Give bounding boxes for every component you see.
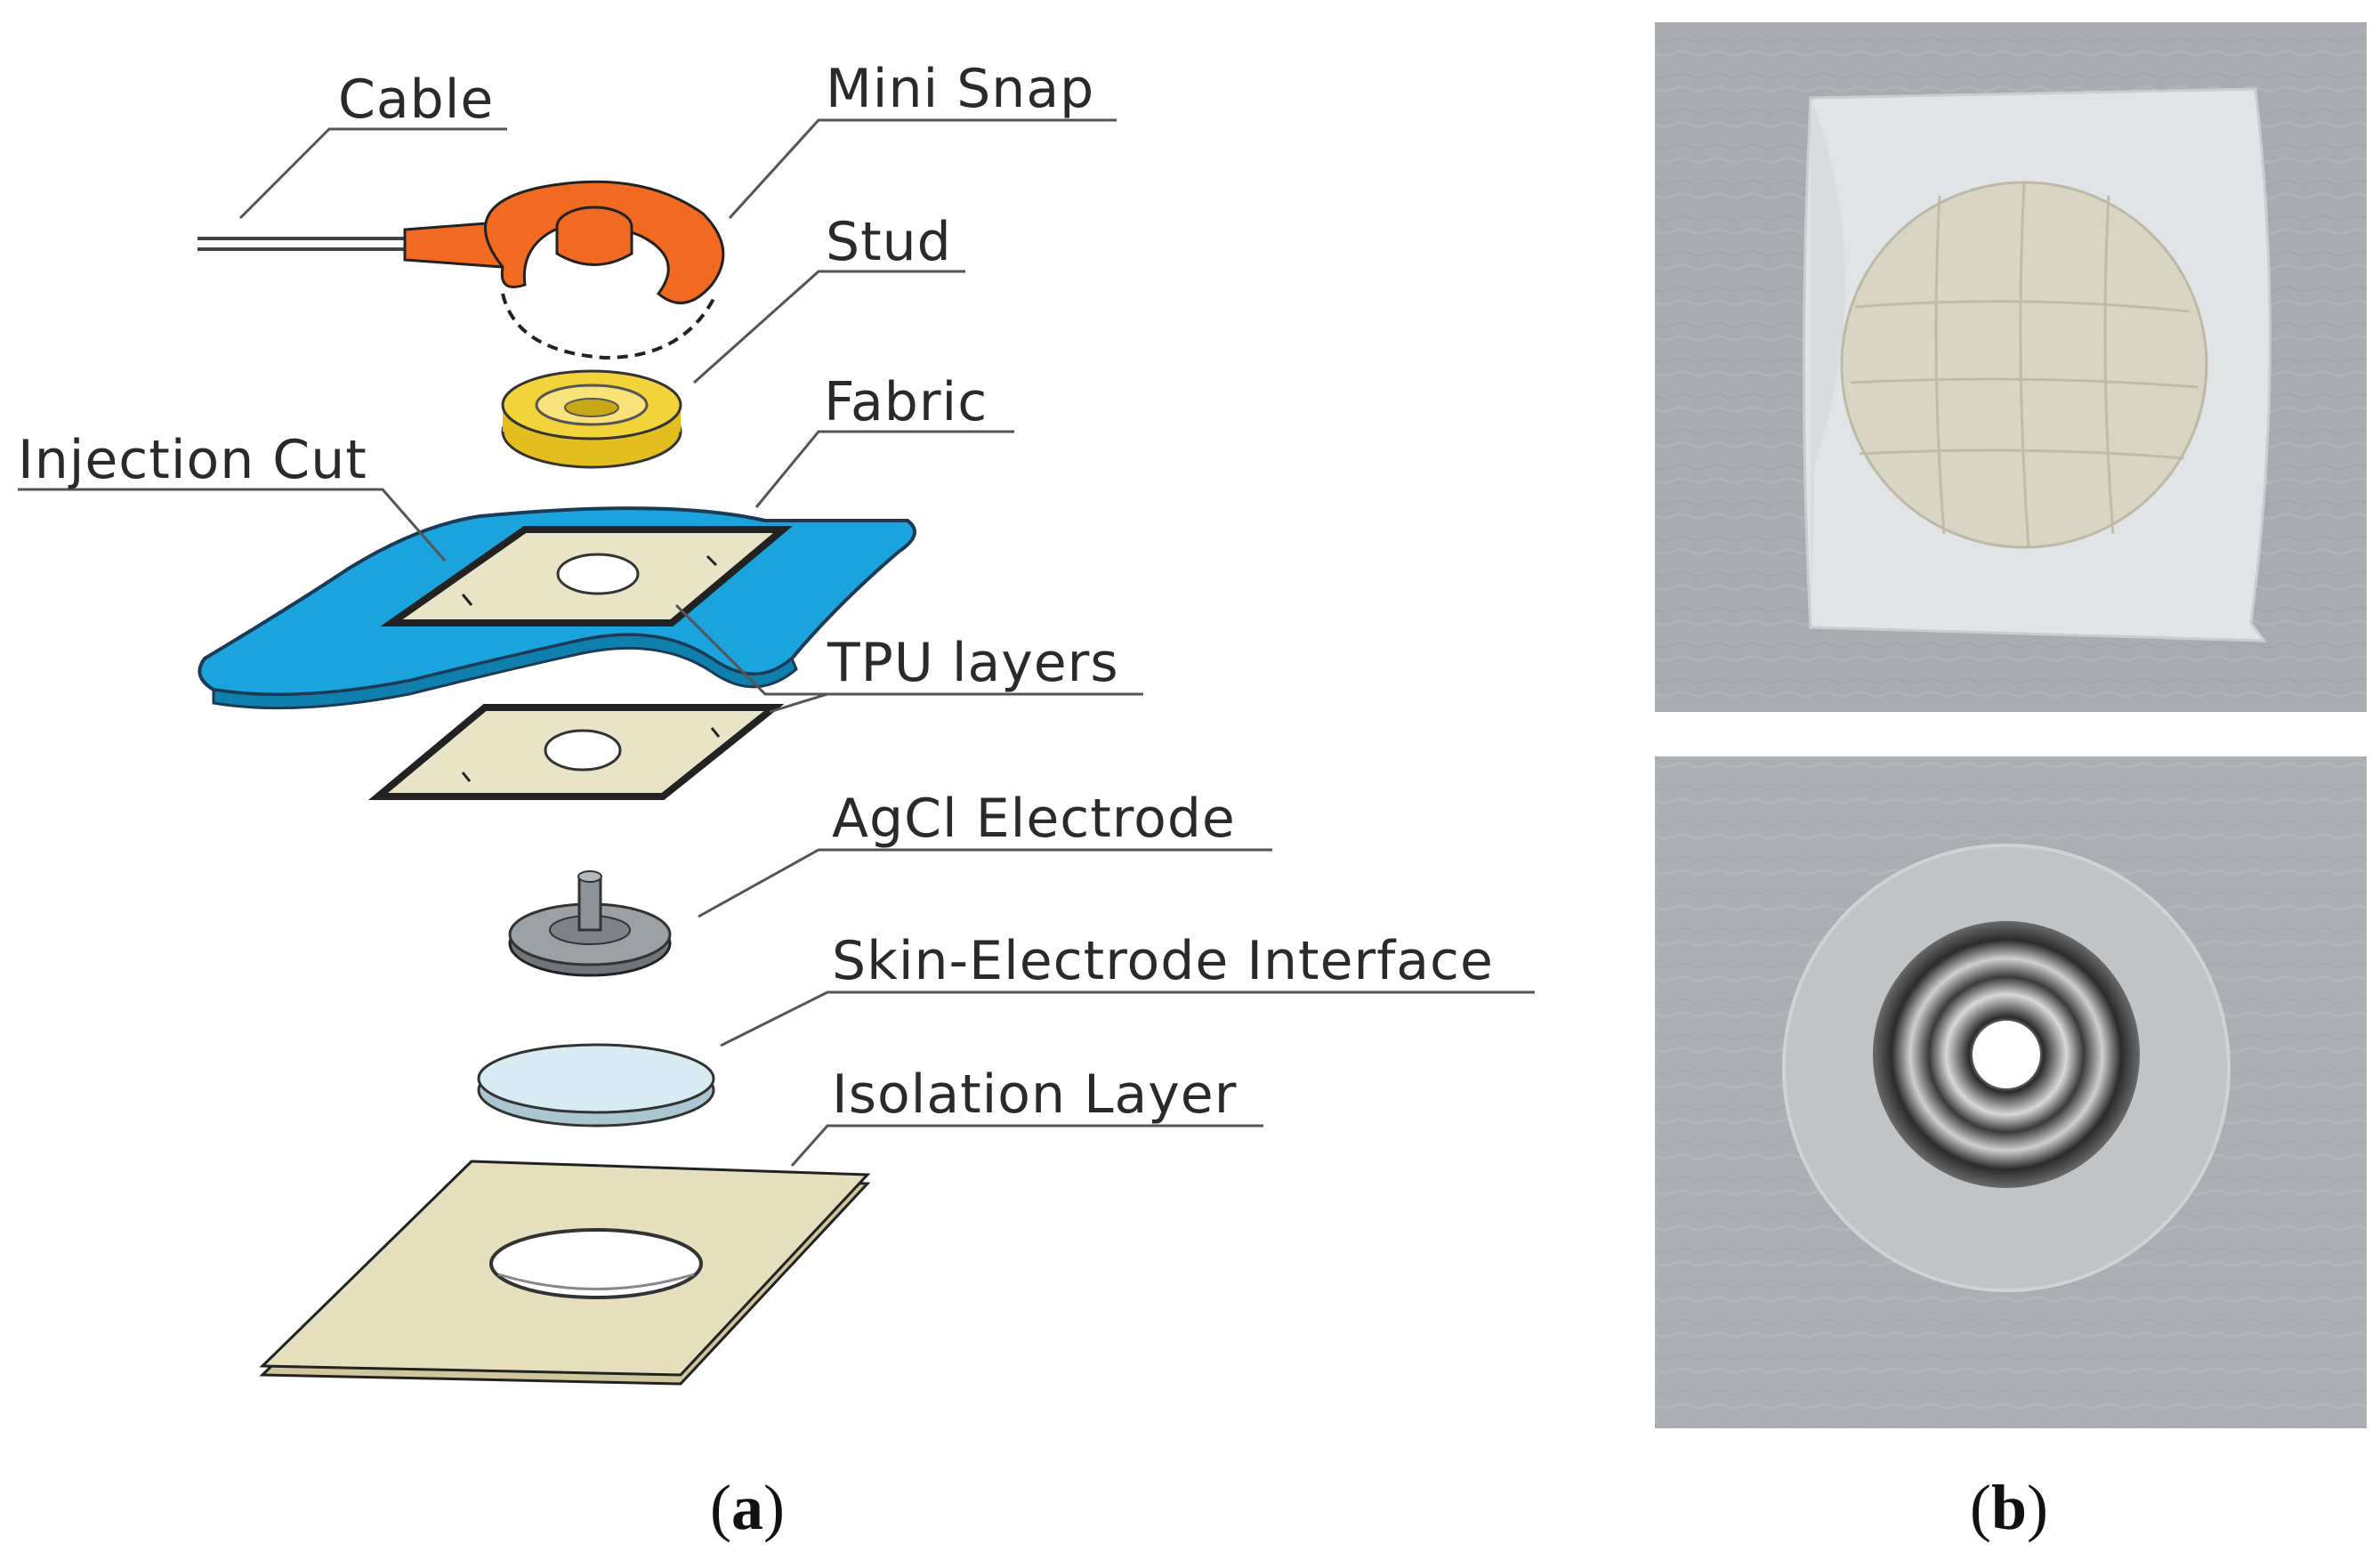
isolation-layer-part: [259, 1160, 871, 1386]
label-stud: Stud: [826, 211, 952, 273]
label-skin-electrode-interface: Skin-Electrode Interface: [832, 930, 1494, 992]
label-agcl-electrode: AgCl Electrode: [832, 788, 1236, 850]
label-mini-snap: Mini Snap: [826, 58, 1094, 120]
caption-b-open: (: [1970, 1472, 1991, 1543]
label-tpu-layers: TPU layers: [827, 632, 1119, 694]
caption-a: (a): [710, 1472, 785, 1543]
cable-part: [198, 237, 418, 251]
svg-text:(b): (b): [1970, 1472, 2048, 1543]
exploded-diagram: Cable Mini Snap Stud Injection Cut Fabri…: [18, 58, 1535, 1386]
photo-bottom: [1655, 756, 2367, 1428]
caption-b: (b): [1970, 1472, 2048, 1543]
tpu-layer-part: [367, 704, 785, 800]
label-injection-cut: Injection Cut: [18, 429, 367, 491]
label-isolation-layer: Isolation Layer: [832, 1063, 1237, 1126]
caption-a-close: ): [763, 1472, 785, 1543]
caption-b-letter: b: [1991, 1472, 2027, 1543]
photo-top: [1655, 22, 2367, 712]
caption-a-letter: a: [731, 1472, 763, 1543]
leader-lines: [18, 118, 1535, 1167]
caption-a-open: (: [710, 1472, 731, 1543]
caption-b-close: ): [2027, 1472, 2048, 1543]
label-cable: Cable: [338, 69, 494, 131]
mini-snap-part: [403, 180, 725, 360]
diagram-labels: Cable Mini Snap Stud Injection Cut Fabri…: [18, 58, 1494, 1126]
agcl-electrode-part: [508, 870, 672, 977]
fabric-part: [198, 506, 916, 710]
stud-part: [501, 369, 682, 469]
label-fabric: Fabric: [824, 371, 988, 433]
interface-disc-part: [477, 1043, 715, 1128]
svg-text:(a): (a): [710, 1472, 785, 1543]
